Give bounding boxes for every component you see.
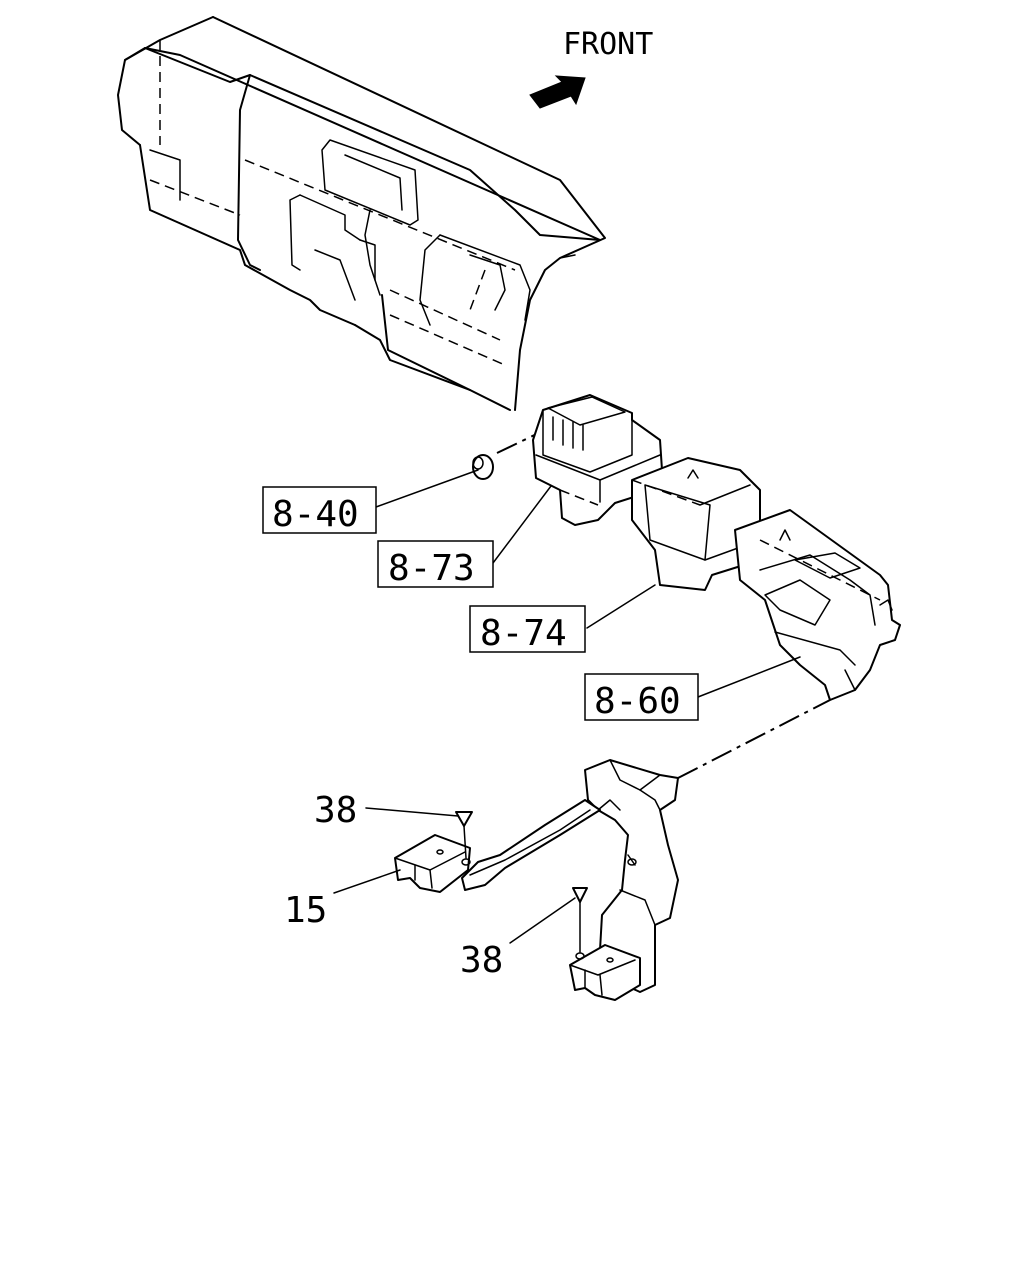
instrument-panel: [117, 16, 606, 411]
front-label: FRONT: [563, 27, 653, 62]
grommet-8-40: [472, 454, 494, 480]
duct-8-74: [631, 457, 761, 591]
callout-8-40: 8-40: [272, 494, 359, 535]
callout-8-74: 8-74: [480, 613, 567, 654]
callout-box-8-60: [584, 673, 699, 721]
clip-38-bottom: [572, 887, 588, 960]
callout-box-8-73: [377, 540, 494, 588]
connector-line: [677, 699, 831, 779]
callout-8-60: 8-60: [594, 681, 681, 722]
leader-lines: [333, 469, 801, 944]
callout-15: 15: [284, 890, 327, 931]
arrow-icon: [529, 75, 586, 109]
callout-box-8-74: [469, 605, 586, 653]
callout-38-top: 38: [314, 790, 357, 831]
clip-38-top: [455, 811, 473, 866]
callout-8-73: 8-73: [388, 548, 475, 589]
duct-8-60: [734, 509, 901, 701]
callout-38-bottom: 38: [460, 940, 503, 981]
vent-housing-8-73: [532, 394, 663, 526]
callout-box-8-40: [262, 486, 377, 534]
floor-duct-15: [394, 759, 679, 1001]
